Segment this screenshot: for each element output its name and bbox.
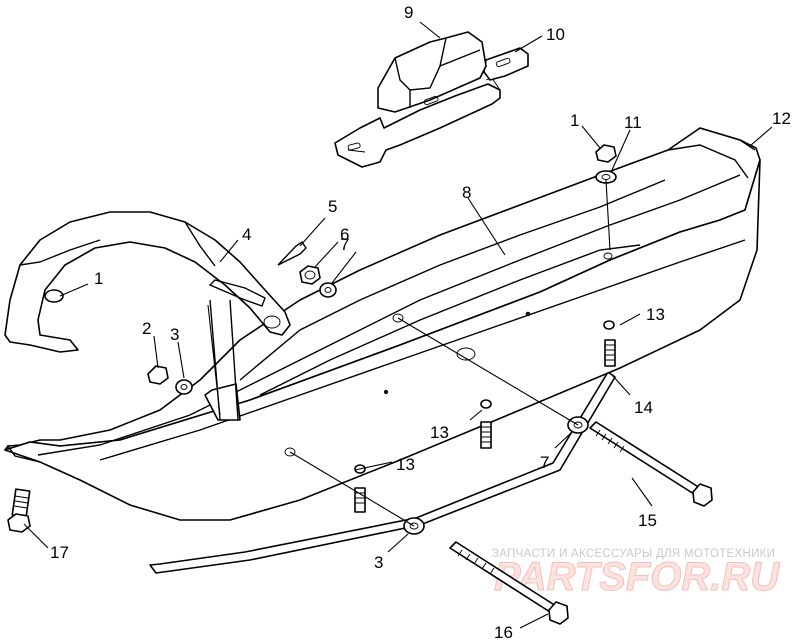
nut-left xyxy=(147,365,169,385)
callout-9: 9 xyxy=(404,3,413,22)
nut-top xyxy=(595,144,617,163)
ski-body xyxy=(4,127,761,521)
watermark-tagline: ЗАПЧАСТИ И АКСЕССУАРЫ ДЛЯ МОТОТЕХНИКИ xyxy=(492,548,775,560)
handle-outer xyxy=(4,211,291,353)
bolt-long-right xyxy=(589,421,713,507)
nut-handle xyxy=(44,289,64,303)
callout-7-lower: 7 xyxy=(540,453,549,472)
castle-nut xyxy=(299,265,321,285)
saddle-bracket-plate xyxy=(334,83,501,168)
callout-13-left: 13 xyxy=(396,455,415,474)
callout-13-mid: 13 xyxy=(430,423,449,442)
carbide-stud-mid xyxy=(480,399,492,449)
callout-1-top: 1 xyxy=(570,111,579,130)
cotter-pin xyxy=(277,241,307,266)
watermark: ЗАПЧАСТИ И АКСЕССУАРЫ ДЛЯ МОТОТЕХНИКИ PA… xyxy=(492,548,781,600)
callout-4: 4 xyxy=(242,225,251,244)
carbide-stud-right xyxy=(603,320,616,367)
carbide-stud-left xyxy=(354,464,366,513)
bolt-long-left xyxy=(449,541,569,625)
ski-saddle-part xyxy=(334,31,529,168)
callout-17: 17 xyxy=(50,543,69,562)
bolt-front xyxy=(7,488,31,533)
callout-1-left: 1 xyxy=(94,269,103,288)
callout-14: 14 xyxy=(634,398,653,417)
saddle-body xyxy=(377,31,487,113)
leader-lines xyxy=(23,21,773,629)
callouts: 1 2 3 4 5 6 7 8 9 10 1 11 12 13 13 13 14… xyxy=(50,3,791,640)
callout-11: 11 xyxy=(624,113,642,132)
ski-handle-loop xyxy=(4,211,291,421)
callout-15: 15 xyxy=(638,511,657,530)
callout-7-upper: 7 xyxy=(340,235,349,254)
callout-6: 6 xyxy=(340,225,349,244)
callout-13-right: 13 xyxy=(646,305,665,324)
ski-wear-bar xyxy=(149,371,616,574)
callout-16: 16 xyxy=(494,623,513,640)
ski-bottom xyxy=(4,159,761,521)
callout-8: 8 xyxy=(462,183,471,202)
callout-3-upper: 3 xyxy=(170,325,179,344)
callout-12: 12 xyxy=(772,109,791,128)
washer-left xyxy=(175,379,193,395)
callout-10: 10 xyxy=(546,25,565,44)
watermark-logo: PARTSFOR.RU xyxy=(494,555,780,599)
washer-upper xyxy=(319,282,337,298)
callout-5: 5 xyxy=(328,197,337,216)
callout-3-lower: 3 xyxy=(374,553,383,572)
callout-2: 2 xyxy=(142,319,151,338)
